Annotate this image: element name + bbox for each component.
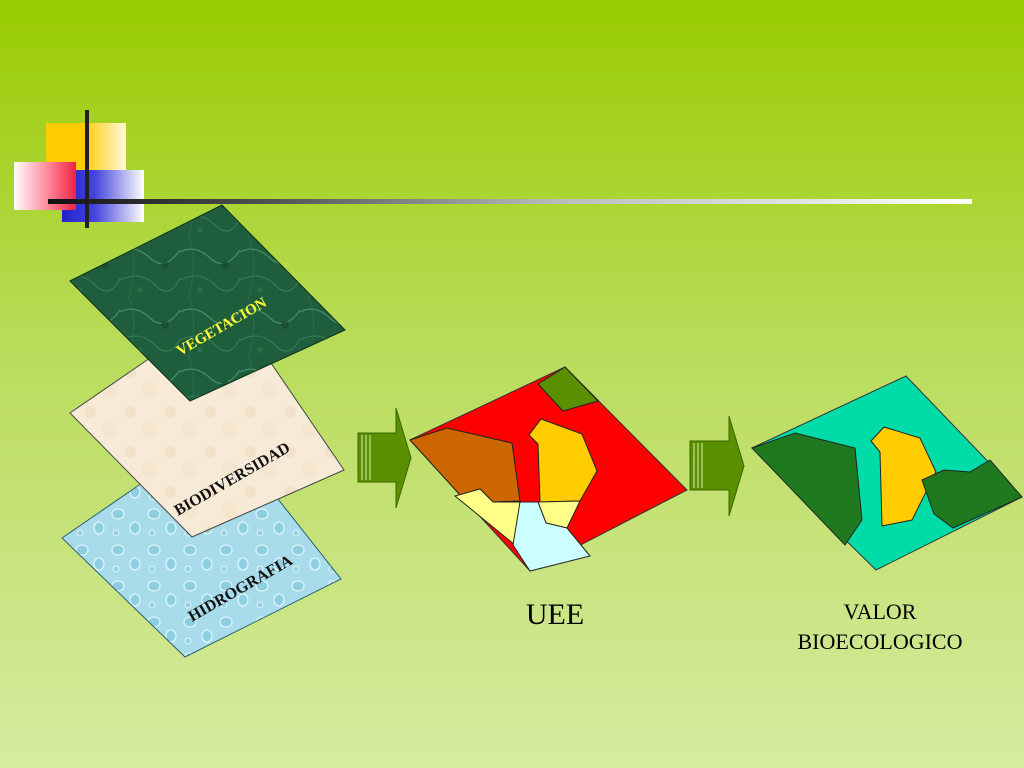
map-valor-bioecologico <box>751 375 1023 571</box>
arrow-right-icon <box>689 415 745 517</box>
valor-bioecologico-label: VALOR BIOECOLOGICO <box>760 597 1000 657</box>
uee-label: UEE <box>525 598 585 631</box>
valor-label-line-2: BIOECOLOGICO <box>797 629 963 654</box>
deco-vertical-line <box>85 110 89 228</box>
valor-label-line-1: VALOR <box>843 599 917 624</box>
layer-hidrografia: HIDROGRAFIA <box>61 427 342 658</box>
arrow-right-icon <box>357 407 412 509</box>
layer-vegetacion: VEGETACION <box>69 204 346 402</box>
map-uee <box>409 366 688 572</box>
title-underline <box>48 199 972 204</box>
